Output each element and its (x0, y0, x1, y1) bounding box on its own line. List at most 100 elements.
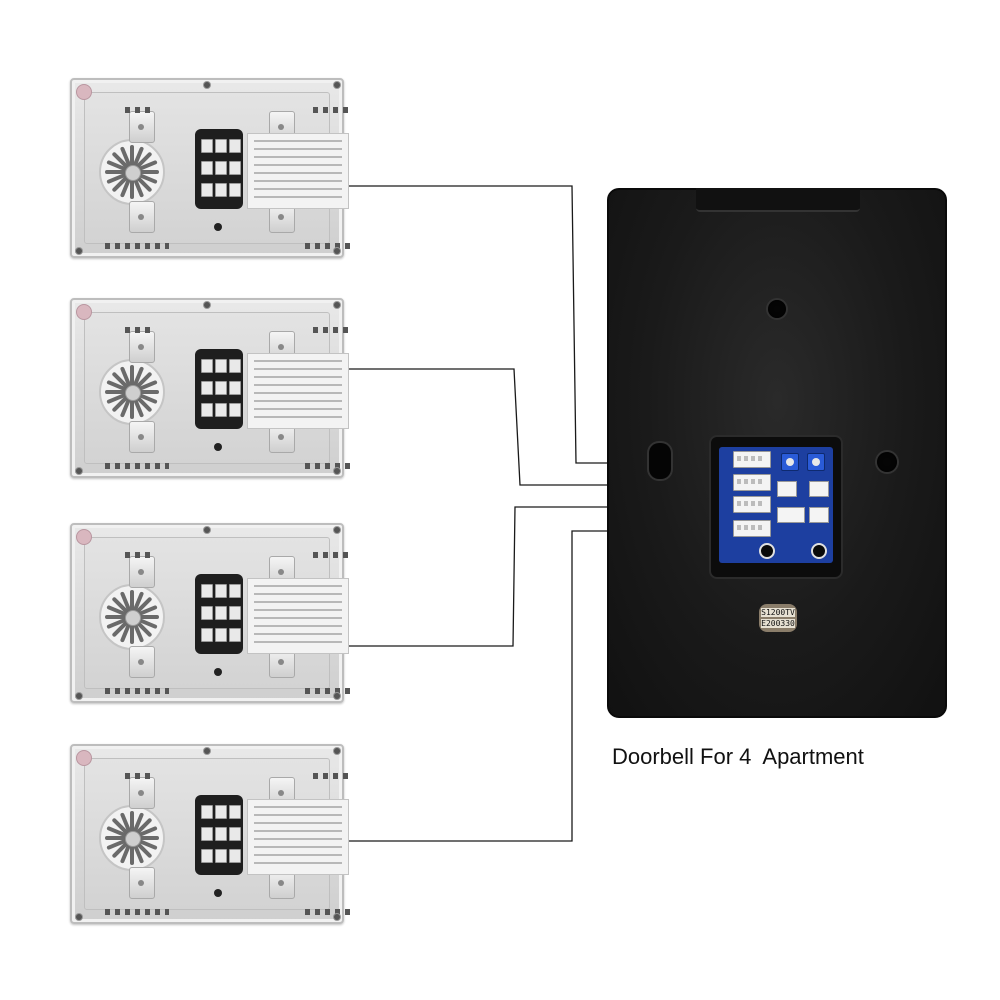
label-line (254, 585, 342, 587)
spec-label (247, 578, 349, 654)
connector-port (229, 584, 241, 598)
fan-hub (125, 385, 141, 401)
serial-line-1: S1200TV (761, 608, 795, 617)
fan-blade (130, 590, 134, 612)
screw-icon (76, 468, 82, 474)
screw-icon (204, 302, 210, 308)
connector-port (229, 161, 241, 175)
label-line (254, 180, 342, 182)
screw-icon (76, 914, 82, 920)
connector-port (201, 183, 213, 197)
screw-icon (334, 748, 340, 754)
label-line (254, 400, 342, 402)
indoor-monitor-4 (70, 744, 353, 924)
label-line (254, 862, 342, 864)
component (759, 543, 775, 559)
connector-port (201, 849, 213, 863)
label-line (254, 641, 342, 643)
connector-port (201, 628, 213, 642)
connector-port (215, 139, 227, 153)
rubber-foot (76, 750, 92, 766)
mount-bracket (129, 777, 155, 809)
volume-potentiometer (807, 453, 825, 471)
connector (777, 481, 797, 497)
serial-sticker: S1200TV E200330 (759, 604, 797, 632)
rubber-foot (76, 529, 92, 545)
connector-port (201, 359, 213, 373)
mount-bracket (129, 867, 155, 899)
vent-slots (313, 107, 353, 113)
fan-hub (125, 831, 141, 847)
connector-port (229, 606, 241, 620)
vent-slots (313, 552, 353, 558)
connector-port (215, 827, 227, 841)
connector-port (229, 805, 241, 819)
doorbell-unit: S1200TV E200330 (607, 188, 947, 718)
connector-port (215, 805, 227, 819)
terminal-apartment-2 (733, 474, 771, 491)
vent-slots (105, 688, 169, 694)
connector-port (229, 139, 241, 153)
connector (777, 507, 805, 523)
connector-port (229, 359, 241, 373)
connector-port (201, 827, 213, 841)
circuit-board (719, 447, 833, 563)
fan-hub (125, 165, 141, 181)
spec-label (247, 799, 349, 875)
screw-icon (204, 527, 210, 533)
speaker-grille-icon (99, 584, 165, 650)
connector-port (215, 849, 227, 863)
vent-slots (105, 243, 169, 249)
fan-blade (130, 145, 134, 167)
label-line (254, 408, 342, 410)
vent-slots (105, 909, 169, 915)
vent-slots (125, 107, 155, 113)
volume-potentiometer (781, 453, 799, 471)
vent-slots (125, 552, 155, 558)
connector-port (201, 161, 213, 175)
label-line (254, 384, 342, 386)
component (811, 543, 827, 559)
connector-port (201, 805, 213, 819)
top-notch (696, 188, 860, 212)
connector-port (215, 183, 227, 197)
label-line (254, 360, 342, 362)
label-line (254, 164, 342, 166)
screw-icon (334, 693, 340, 699)
connector-port (229, 628, 241, 642)
connector-port (201, 606, 213, 620)
screw-icon (334, 468, 340, 474)
screw-icon (334, 302, 340, 308)
vent-slots (125, 327, 155, 333)
connector-port (215, 628, 227, 642)
label-line (254, 140, 342, 142)
label-line (254, 617, 342, 619)
terminal-apartment-4 (733, 520, 771, 537)
label-line (254, 156, 342, 158)
monitor-back-panel (84, 92, 353, 249)
connector-port (229, 403, 241, 417)
serial-line-2: E200330 (761, 619, 795, 628)
fan-blade (130, 811, 134, 833)
indoor-monitor-3 (70, 523, 353, 703)
connector-panel (195, 349, 243, 429)
label-line (254, 806, 342, 808)
screw-icon (334, 82, 340, 88)
mount-bracket (129, 556, 155, 588)
label-line (254, 196, 342, 198)
connector-port (215, 381, 227, 395)
vent-slots (105, 463, 169, 469)
label-line (254, 172, 342, 174)
mount-hole (877, 452, 897, 472)
mount-hole (214, 223, 222, 231)
connector-port (229, 849, 241, 863)
spec-label (247, 133, 349, 209)
spec-label (247, 353, 349, 429)
connector-port (201, 381, 213, 395)
connector (809, 481, 829, 497)
caption: Doorbell For 4 Apartment (612, 744, 864, 769)
connector-port (201, 584, 213, 598)
label-line (254, 814, 342, 816)
speaker-grille-icon (99, 359, 165, 425)
label-line (254, 601, 342, 603)
